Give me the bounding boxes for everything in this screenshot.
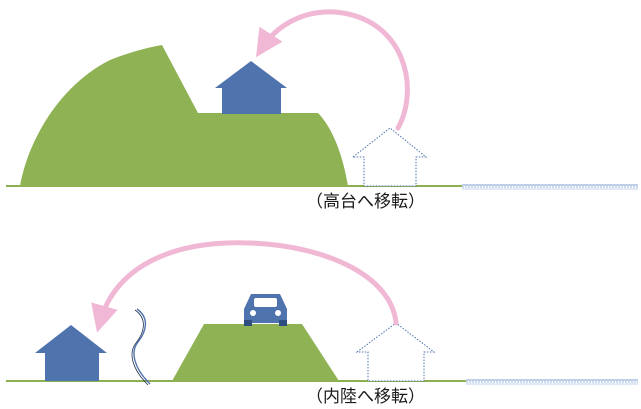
house-icon	[35, 325, 107, 381]
panel-caption: （内陸へ移転）	[306, 387, 425, 407]
house-outline-icon	[351, 127, 428, 187]
panel-high-ground: （高台へ移転）	[6, 9, 638, 212]
curved-arrow-icon	[256, 9, 410, 131]
house-icon	[215, 61, 287, 114]
curved-arrow-icon	[91, 240, 399, 333]
tree-belt-icon	[131, 308, 151, 386]
house-outline-icon	[355, 322, 436, 382]
panel-inland: （内陸へ移転）	[6, 240, 638, 407]
sea-lines	[466, 379, 638, 385]
panel-caption: （高台へ移転）	[306, 192, 425, 212]
car-icon	[244, 294, 287, 326]
road-embankment	[172, 324, 339, 381]
sea-lines	[462, 184, 638, 190]
hill	[20, 45, 348, 186]
